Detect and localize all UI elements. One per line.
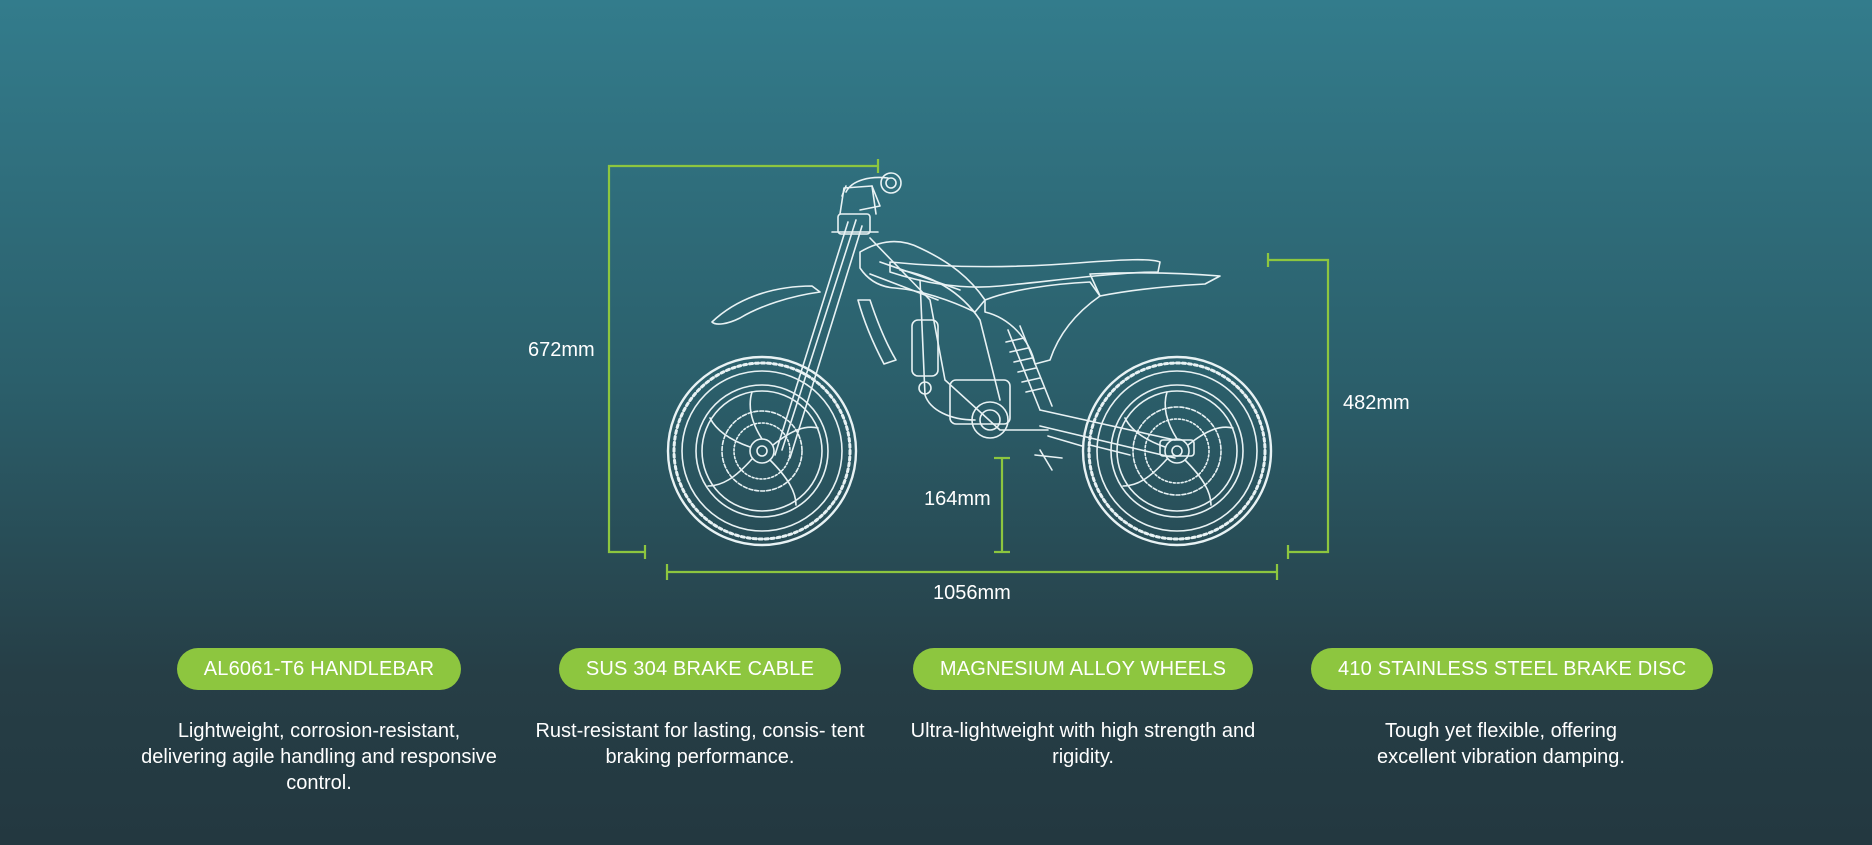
feature-description: Lightweight, corrosion-resistant, delive… <box>141 720 497 794</box>
feature-wheels: MAGNESIUM ALLOY WHEELS Ultra-lightweight… <box>893 648 1273 770</box>
swingarm <box>1039 409 1195 459</box>
handlebar <box>841 172 902 211</box>
feature-brake-disc: 410 STAINLESS STEEL BRAKE DISC Tough yet… <box>1311 648 1714 770</box>
rear-side-panel <box>984 281 1101 365</box>
rear-shock <box>1005 325 1053 411</box>
feature-title-pill: SUS 304 BRAKE CABLE <box>558 648 842 690</box>
feature-description: Tough yet flexible, offering excellent v… <box>1377 720 1625 768</box>
height-bracket <box>607 164 878 554</box>
footpeg <box>1034 449 1063 471</box>
feature-brake-cable: SUS 304 BRAKE CABLE Rust-resistant for l… <box>510 648 890 770</box>
feature-description: Rust-resistant for lasting, consis- tent… <box>535 720 865 768</box>
feature-title-pill: 410 STAINLESS STEEL BRAKE DISC <box>1311 648 1714 690</box>
ground-clearance-dimension-label: 164mm <box>924 488 991 510</box>
front-wheel <box>666 355 858 547</box>
dimension-lines <box>607 159 1330 580</box>
front-fender <box>711 285 821 325</box>
rear-fender <box>1089 271 1221 297</box>
feature-title-pill: AL6061-T6 HANDLEBAR <box>176 648 462 690</box>
bike-line-art <box>666 172 1273 547</box>
rear-wheel <box>1081 355 1273 547</box>
wheelbase-dimension-label: 1056mm <box>933 582 1011 604</box>
feature-title-pill: MAGNESIUM ALLOY WHEELS <box>912 648 1254 690</box>
feature-handlebar: AL6061-T6 HANDLEBAR Lightweight, corrosi… <box>129 648 509 796</box>
brake-discs <box>733 418 1210 484</box>
feature-description: Ultra-lightweight with high strength and… <box>910 720 1256 768</box>
height-dimension-label: 672mm <box>528 339 595 361</box>
seat-height-bracket <box>1268 258 1330 554</box>
frame <box>869 237 1049 439</box>
seat <box>889 258 1161 288</box>
seat-height-dimension-label: 482mm <box>1343 392 1410 414</box>
front-fork <box>774 185 879 459</box>
